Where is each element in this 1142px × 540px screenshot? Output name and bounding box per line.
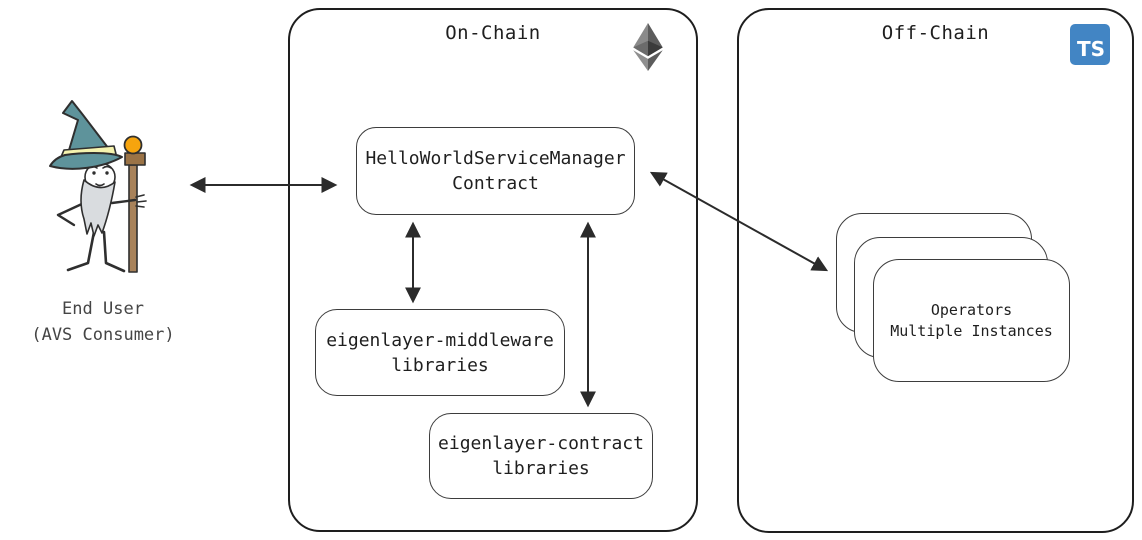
node-service-manager-line2: Contract xyxy=(452,173,539,194)
node-middleware-line1: eigenlayer-middleware xyxy=(326,329,554,351)
node-middleware-line2: libraries xyxy=(391,354,489,376)
typescript-icon: TS xyxy=(1070,24,1110,65)
node-service-manager-contract: HelloWorldServiceManager Contract xyxy=(356,127,635,215)
end-user-label-line2: (AVS Consumer) xyxy=(31,325,175,345)
off-chain-title: Off-Chain xyxy=(881,22,990,44)
node-operators-line1: Operators xyxy=(930,300,1013,319)
on-chain-title: On-Chain xyxy=(445,22,541,44)
wizard-icon xyxy=(49,100,147,273)
node-eigenlayer-middleware: eigenlayer-middleware libraries xyxy=(315,309,565,396)
node-contracts-line1: eigenlayer-contract xyxy=(438,433,644,454)
ethereum-icon xyxy=(633,23,663,71)
node-contracts-line2: libraries xyxy=(492,458,590,479)
ts-badge-label: TS xyxy=(1076,37,1105,61)
node-operators-line2: Multiple Instances xyxy=(890,321,1053,340)
end-user-label-line1: End User xyxy=(62,299,144,319)
node-eigenlayer-contract: eigenlayer-contract libraries xyxy=(429,413,653,499)
node-service-manager-line1: HelloWorldServiceManager xyxy=(365,148,626,169)
end-user-label: End User (AVS Consumer) xyxy=(13,296,193,348)
node-operators: Operators Multiple Instances xyxy=(873,259,1070,382)
